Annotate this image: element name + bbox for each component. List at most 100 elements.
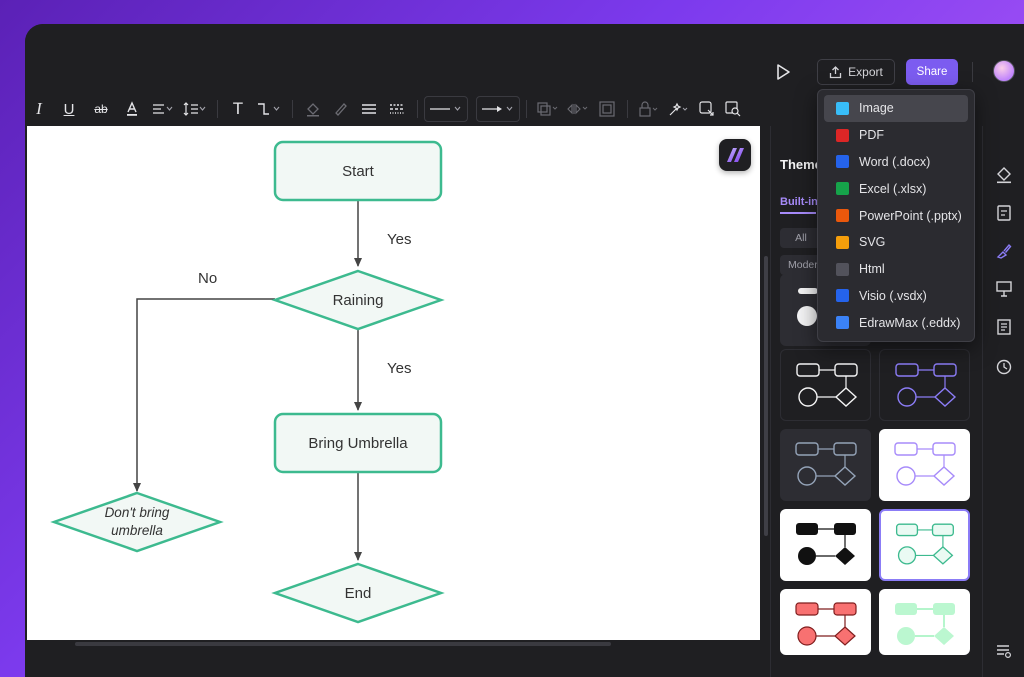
export-menu-item[interactable]: PowerPoint (.pptx) [824,202,968,229]
group-icon[interactable] [593,96,621,122]
tab-underline [780,212,816,214]
app-window: Export Share I U ab T [25,24,1024,677]
theme-thumb-9[interactable] [879,589,970,655]
arrow-style-select[interactable] [476,96,520,122]
format-panel-icon[interactable] [993,202,1015,224]
align-icon[interactable] [147,96,179,122]
replace-shape-icon[interactable] [694,96,720,122]
top-bar: Export Share [25,24,1024,92]
vertical-scrollbar[interactable] [762,126,770,640]
export-menu-item[interactable]: Word (.docx) [824,149,968,176]
toolbar-separator [526,100,527,118]
connector-icon[interactable] [252,96,286,122]
line-style-select[interactable] [424,96,468,122]
theme-thumb-6[interactable] [780,509,871,581]
pen-icon[interactable] [327,96,355,122]
pdf-icon [836,129,849,142]
theme-thumb-7-selected[interactable] [879,509,970,581]
edge-label-yes-2: Yes [387,360,411,377]
export-menu-item[interactable]: PDF [824,122,968,149]
node-dont-bring-label-2: umbrella [111,523,163,538]
share-button[interactable]: Share [906,59,958,85]
theme-thumb-preview [781,350,872,422]
play-icon[interactable] [775,63,791,81]
arrange-icon[interactable] [533,96,563,122]
theme-thumb-preview [780,429,871,501]
presentation-icon[interactable] [993,278,1015,300]
node-dont-bring-label-1: Don't bring [105,505,170,520]
avatar[interactable] [993,60,1015,82]
theme-thumb-preview [880,350,971,422]
theme-thumb-preview [879,429,970,501]
tab-builtin[interactable]: Built-in [780,196,818,208]
export-menu-item-label: Word (.docx) [859,155,930,169]
export-menu: ImagePDF Word (.docx) Excel (.xlsx) PowerPo… [817,89,975,342]
flip-icon[interactable] [563,96,593,122]
dash-style-icon[interactable] [383,96,411,122]
export-menu-item[interactable]: Html [824,256,968,283]
export-menu-item-label: Excel (.xlsx) [859,182,926,196]
scrollbar-thumb[interactable] [764,256,768,536]
chip-all[interactable]: All [780,228,822,248]
theme-thumb-3[interactable] [879,349,970,421]
theme-thumb-preview [879,589,970,655]
node-start-label: Start [342,163,375,180]
powerpoint-icon [836,209,849,222]
italic-icon[interactable]: I [25,96,53,122]
export-menu-item-label: PowerPoint (.pptx) [859,209,962,223]
line-spacing-icon[interactable] [179,96,211,122]
font-color-icon[interactable] [117,96,147,122]
magic-icon[interactable] [664,96,694,122]
export-menu-item-label: Html [859,262,885,276]
theme-thumb-8[interactable] [780,589,871,655]
export-menu-item-label: Visio (.vsdx) [859,289,927,303]
flowchart-diagram: Start Raining Bring Umbrella Don't bring… [27,126,760,640]
export-icon [829,66,842,79]
export-menu-item-label: EdrawMax (.eddx) [859,316,960,330]
line-weight-icon[interactable] [355,96,383,122]
theme-thumb-2[interactable] [780,349,871,421]
export-menu-item[interactable]: EdrawMax (.eddx) [824,309,968,336]
export-menu-item-label: Image [859,101,894,115]
html-icon [836,263,849,276]
node-bring-umbrella-label: Bring Umbrella [308,435,408,452]
theme-thumb-4[interactable] [780,429,871,501]
find-icon[interactable] [720,96,746,122]
history-icon[interactable] [993,356,1015,378]
strikethrough-icon[interactable]: ab [85,96,117,122]
svg-icon [836,236,849,249]
export-menu-item[interactable]: Excel (.xlsx) [824,175,968,202]
ai-assistant-button[interactable] [719,139,751,171]
fill-bucket-icon[interactable] [299,96,327,122]
toolbar-separator [292,100,293,118]
theme-brush-icon[interactable] [993,240,1015,262]
export-label: Export [848,65,883,79]
edge-label-no: No [198,270,217,287]
theme-thumb-5[interactable] [879,429,970,501]
paint-bucket-icon[interactable] [993,164,1015,186]
underline-icon[interactable]: U [53,96,85,122]
connector-raining-dont[interactable] [137,299,275,491]
horizontal-scrollbar[interactable] [75,642,611,646]
node-dont-bring[interactable] [54,493,220,551]
image-icon [836,102,849,115]
edrawmax-icon [836,316,849,329]
page-icon[interactable] [993,316,1015,338]
theme-thumb-preview [780,589,871,655]
export-menu-item[interactable]: SVG [824,229,968,256]
toolbar-separator [217,100,218,118]
word-icon [836,155,849,168]
toolbar-separator [627,100,628,118]
text-tool-icon[interactable]: T [224,96,252,122]
ai-logo-icon [724,144,746,166]
lock-icon[interactable] [634,96,664,122]
export-button[interactable]: Export [817,59,895,85]
export-menu-item[interactable]: Visio (.vsdx) [824,283,968,310]
panel-title: Theme [780,157,822,172]
drawing-canvas[interactable]: Start Raining Bring Umbrella Don't bring… [27,126,760,640]
export-menu-item[interactable]: Image [824,95,968,122]
settings-list-icon[interactable] [993,640,1015,662]
excel-icon [836,182,849,195]
node-raining-label: Raining [333,292,384,309]
theme-thumb-preview [881,511,968,579]
